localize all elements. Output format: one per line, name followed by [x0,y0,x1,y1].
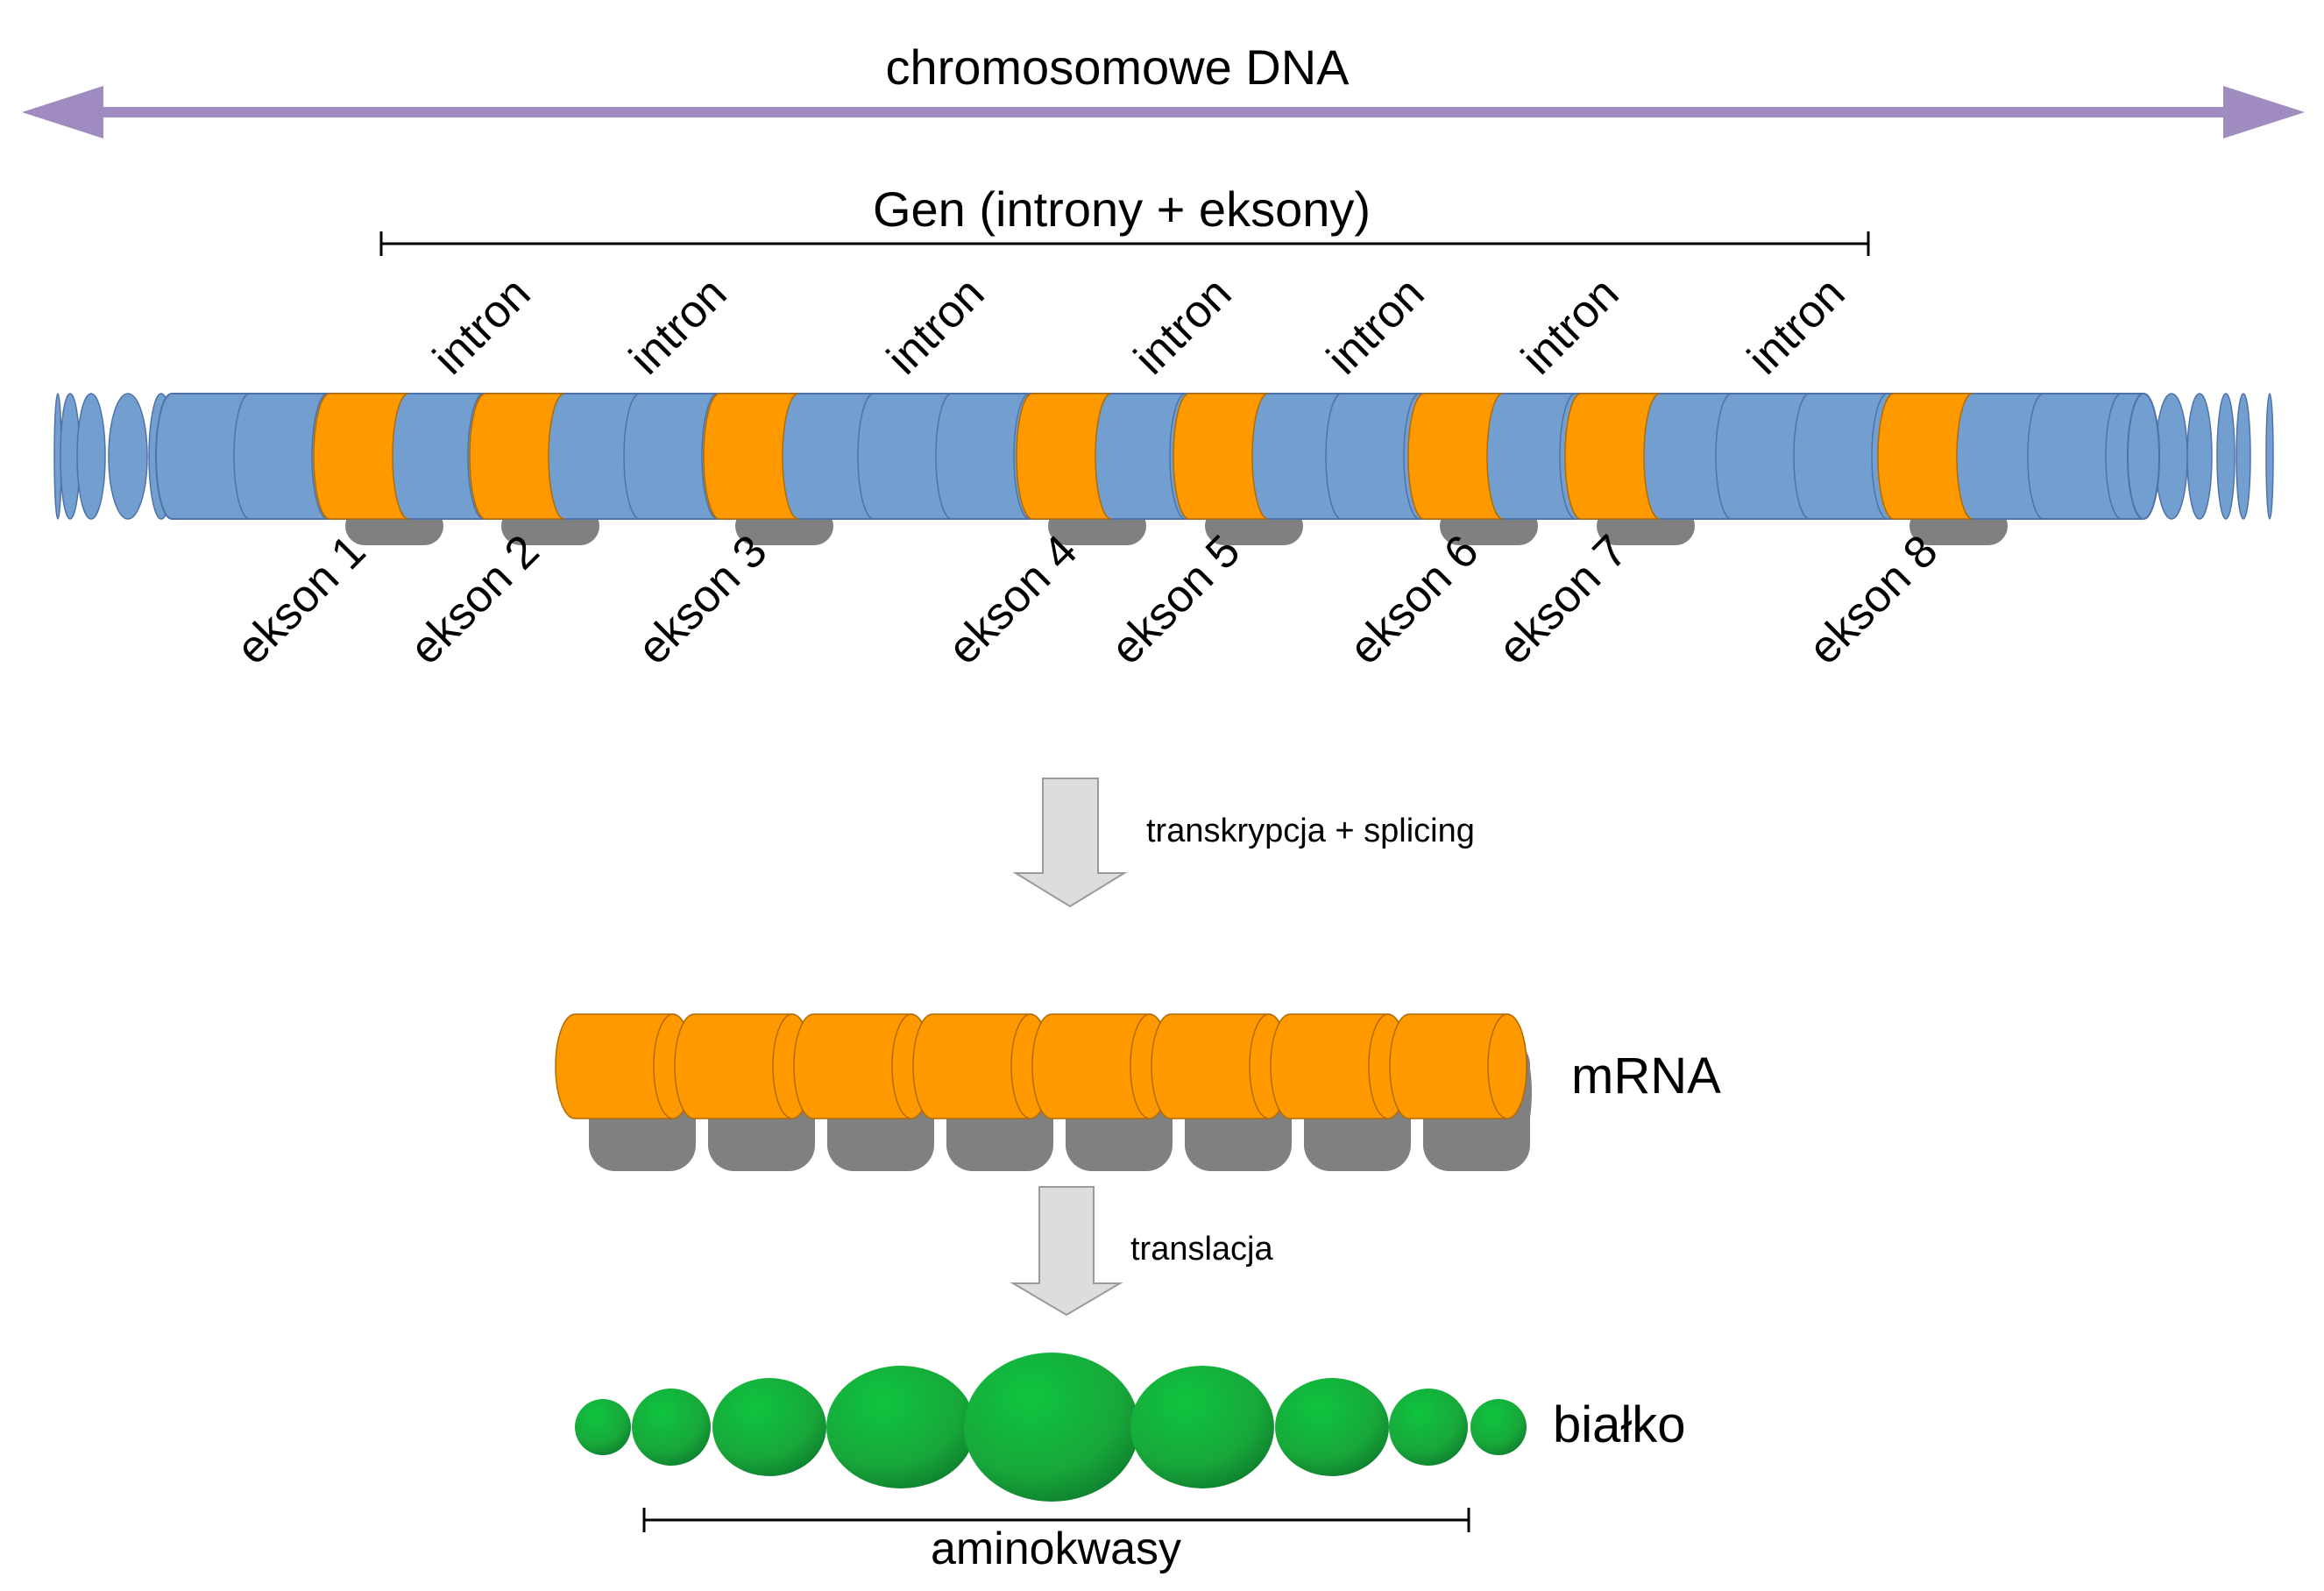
intron-label: intron [1512,267,1628,384]
intron-labels: intron intron intron intron intron intron intr… [423,267,1854,384]
transcription-step: transkrypcja + splicing [1012,778,1475,908]
chromosome-label: chromosomowe DNA [885,39,1350,95]
exon-segment [1016,393,1112,520]
exon-label: ekson 6 [1340,525,1489,674]
gene-label: Gen (introny + eksony) [873,181,1371,237]
segment-divider [1325,393,1343,520]
dna-end-slice [2186,393,2213,520]
segment-divider [311,393,329,520]
intron-label: intron [877,267,994,384]
amino-acid-bracket [642,1508,1470,1532]
mrna-label: mRNA [1571,1048,1721,1104]
amino-acid-bead [712,1378,826,1476]
amino-acid-bead [1470,1399,1527,1455]
segment-divider [1715,393,1732,520]
mrna-segment [555,1013,693,1119]
amino-acid-bead [1275,1378,1389,1476]
exon-label: ekson 3 [628,525,777,674]
exon-label: ekson 8 [1799,525,1948,674]
dna-end-slice [108,393,148,520]
mrna-segment [912,1013,1051,1119]
exon-label: ekson 4 [939,525,1088,674]
amino-acid-bead [1130,1366,1274,1488]
mrna-segment [674,1013,812,1119]
exon-label: ekson 5 [1102,525,1251,674]
intron-body [155,393,2160,520]
segment-divider [1013,393,1031,520]
translation-label: translacja [1130,1231,1273,1268]
segment-divider [857,393,875,520]
exon-segment [313,393,409,520]
amino-acids-label: aminokwasy [931,1524,1181,1574]
dna-right-face [2127,393,2160,520]
exon-segment [1564,393,1661,520]
dna-end-slice [76,393,106,520]
mrna-segment [1270,1013,1408,1119]
segment-divider [1793,393,1810,520]
segment-divider [701,393,719,520]
protein-label: białko [1553,1396,1686,1453]
exon-label: ekson 2 [400,525,549,674]
translation-step: translacja [1010,1186,1273,1317]
mrna-segment [1151,1013,1289,1119]
segment-divider [1169,393,1187,520]
exon-segment [1877,393,1973,520]
amino-acid-bead [964,1353,1139,1502]
segment-divider [935,393,953,520]
gene-section: Gen (introny + eksony) [379,181,1870,256]
segment-divider [1559,393,1576,520]
exon-segment [469,393,565,520]
segment-divider [2105,393,2122,520]
intron-label: intron [620,267,736,384]
intron-label: intron [1738,267,1854,384]
intron-label: intron [1317,267,1434,384]
dna-end-slice [2155,393,2188,520]
amino-acid-bead [632,1389,711,1466]
exon-label: ekson 7 [1489,525,1638,674]
mrna-segment [1031,1013,1170,1119]
intron-label: intron [1124,267,1241,384]
exon-segment [1173,393,1269,520]
segment-divider [623,393,641,520]
dna-end-slice [2235,393,2251,520]
transcription-label: transkrypcja + splicing [1146,813,1475,849]
segment-divider [467,393,485,520]
amino-acid-section: aminokwasy [642,1508,1470,1574]
segment-divider [2027,393,2044,520]
segment-divider [1871,393,1888,520]
exon-segment [1407,393,1504,520]
double-headed-arrow-icon [22,86,2305,139]
mrna-segment [1389,1013,1527,1119]
exon-label: ekson 1 [227,525,376,674]
down-arrow-icon [1010,1186,1123,1317]
exon-segment [703,393,799,520]
chromosome-section: chromosomowe DNA [22,39,2305,139]
protein-chain [575,1353,1527,1502]
segment-divider [233,393,251,520]
mrna-strand [555,1013,1532,1171]
amino-acid-bead [575,1399,631,1455]
amino-acid-bead [826,1366,975,1488]
dna-end-slice [2216,393,2235,520]
intron-label: intron [423,267,540,384]
gene-bracket [379,231,1870,256]
down-arrow-icon [1012,778,1128,908]
amino-acid-bead [1389,1389,1468,1466]
dna-strand [53,393,2274,545]
mrna-segment [793,1013,932,1119]
segment-divider [1403,393,1421,520]
dna-end-slice [2265,393,2274,520]
